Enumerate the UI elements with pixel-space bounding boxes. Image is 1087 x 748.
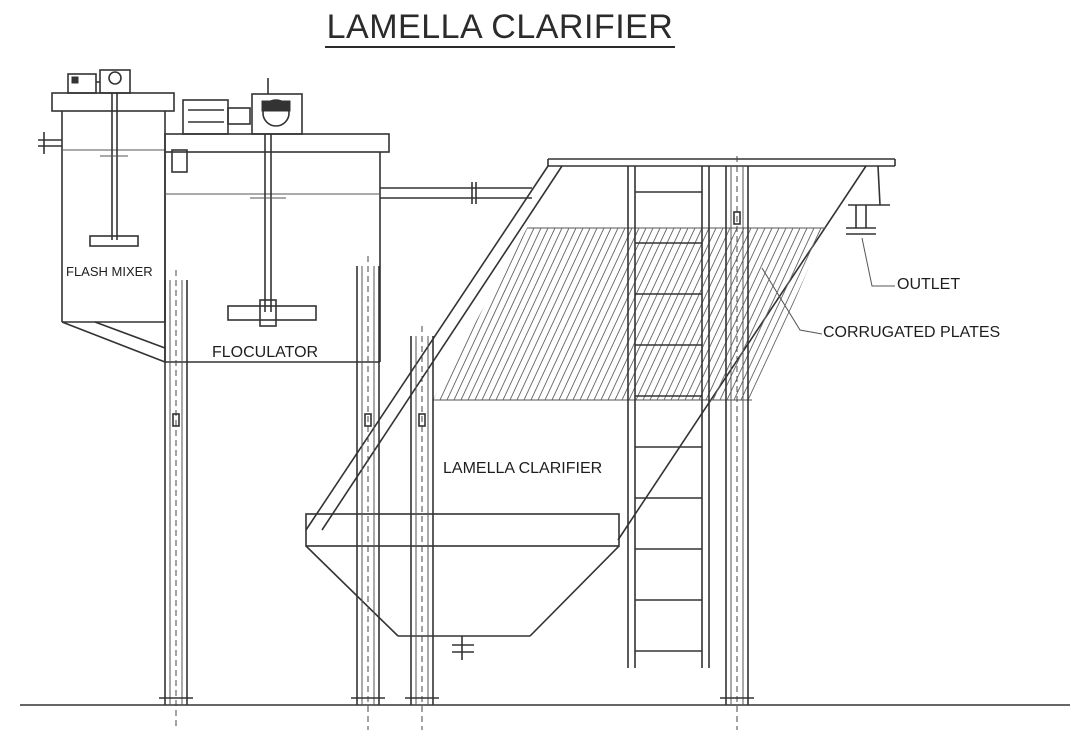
label-floculator: FLOCULATOR	[212, 344, 319, 361]
label-outlet: OUTLET	[897, 276, 961, 293]
corrugated-plates	[433, 228, 826, 400]
label-corrugated-plates: CORRUGATED PLATES	[823, 324, 1001, 341]
floculator-drive	[182, 78, 303, 135]
support-column	[351, 256, 385, 730]
transfer-pipe	[380, 182, 532, 204]
flash-mixer-motor	[67, 69, 131, 94]
support-column	[405, 326, 439, 730]
label-lamella-clarifier: LAMELLA CLARIFIER	[443, 460, 603, 477]
support-column	[159, 270, 193, 730]
label-flash-mixer: FLASH MIXER	[66, 264, 153, 279]
diagram-title: LAMELLA CLARIFIER	[0, 8, 1000, 48]
flash-mixer-agitator	[89, 93, 139, 247]
diagram-title-text: LAMELLA CLARIFIER	[324, 8, 676, 48]
floculator-tank	[164, 133, 390, 363]
support-columns	[159, 156, 754, 730]
support-column	[720, 156, 754, 730]
access-ladder	[627, 166, 710, 668]
floculator-agitator	[227, 134, 317, 327]
outlet-leader	[861, 237, 895, 287]
corrugated-plates-leader	[761, 267, 823, 335]
clarifier-body	[305, 158, 896, 660]
flash-mixer-tank	[38, 92, 175, 363]
outlet-nozzle	[846, 204, 890, 235]
